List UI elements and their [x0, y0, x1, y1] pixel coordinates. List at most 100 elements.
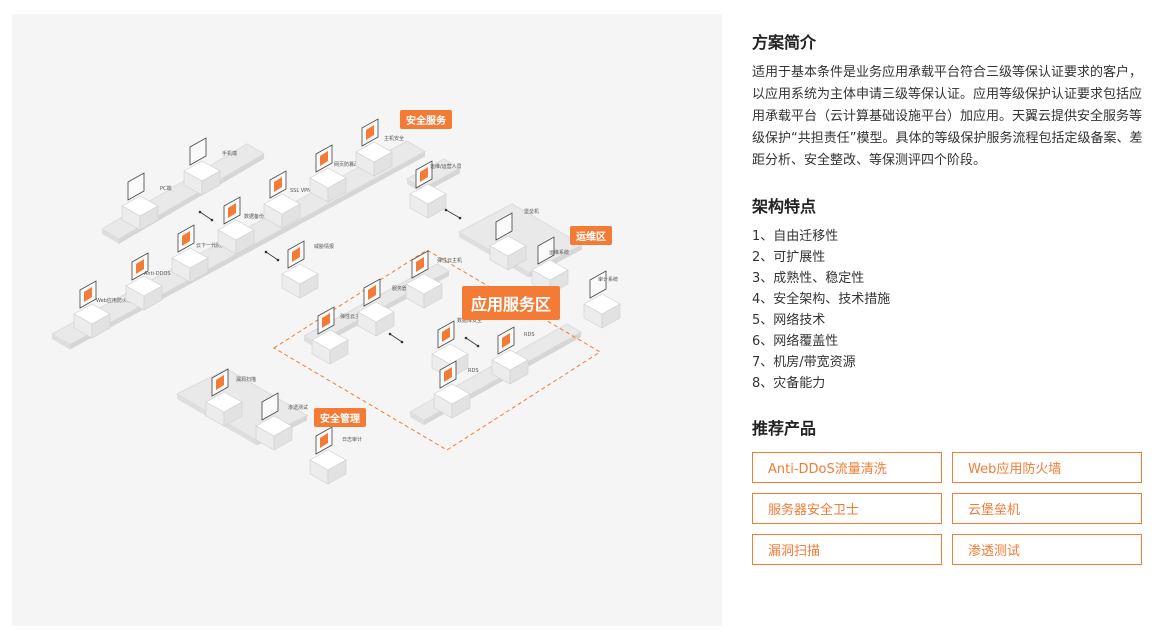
link-db-rds-end-a	[464, 336, 468, 340]
node-firewall-right	[189, 257, 209, 283]
feature-item: 4、安全架构、技术措施	[752, 292, 891, 307]
node-personnel-screen-icon	[420, 167, 428, 182]
node-rds-bottom-right	[451, 393, 471, 419]
link-personnel-ops	[445, 209, 461, 219]
node-mobile-right	[201, 170, 221, 196]
node-pc-label: PC端	[160, 185, 172, 192]
link-app-upper-db-end-a	[388, 332, 392, 336]
product-waf-button[interactable]: Web应用防火墙	[952, 452, 1142, 483]
node-web-tamper-right	[327, 177, 347, 203]
platform-security-service-side	[52, 334, 70, 350]
node-personnel-label: 运维/运营人员	[430, 163, 462, 170]
link-security-threat	[265, 251, 279, 261]
node-rds-top-label: RDS	[524, 332, 535, 338]
node-vuln-scan-label: 漏洞扫描	[236, 376, 256, 383]
link-security-threat-end-b	[276, 258, 280, 262]
node-backup-screen-icon	[228, 203, 236, 218]
node-bastion-screen	[495, 212, 513, 241]
node-db-audit-label: 数据库安全	[457, 317, 482, 324]
node-rds-bottom-screen-icon	[444, 367, 452, 382]
node-log-audit-label: 日志审计	[342, 436, 362, 443]
feature-item: 7、机房/带宽资源	[752, 355, 856, 370]
node-audit-system-right	[601, 303, 621, 329]
products-title: 推荐产品	[752, 419, 817, 438]
node-elastic-left-label: 弹性云主机	[340, 313, 365, 320]
product-bastion-button[interactable]: 云堡垒机	[952, 493, 1142, 524]
product-pentest-button[interactable]: 渗透测试	[952, 534, 1142, 565]
node-pc-screen	[127, 172, 145, 201]
node-backup-label: 数据备份	[244, 213, 264, 220]
node-mobile-label: 手机端	[222, 150, 237, 157]
node-ops-system-screen	[537, 236, 555, 265]
node-firewall-screen-icon	[182, 231, 190, 246]
node-threat-intel-label: 威胁情报	[314, 243, 334, 250]
node-threat-intel-screen-icon	[292, 247, 300, 262]
node-elastic-top-right	[423, 283, 443, 309]
node-elastic-top-screen-icon	[416, 257, 424, 272]
link-db-rds-end-b	[476, 344, 480, 348]
node-elastic-top-label: 弹性云主机	[437, 257, 462, 264]
node-backup-right	[235, 229, 255, 255]
node-elastic-left-right	[329, 339, 349, 365]
platform-app-lower-side	[410, 412, 424, 426]
node-vuln-scan-right	[223, 401, 243, 427]
node-server-guard-screen-icon	[368, 285, 376, 300]
node-host-security-screen-icon	[366, 125, 374, 140]
node-audit-system-screen	[589, 270, 607, 299]
link-personnel-ops-end-a	[444, 208, 448, 212]
node-host-security-right	[373, 151, 393, 177]
node-web-tamper-screen-icon	[320, 151, 328, 166]
node-web-tamper-label: 网页防篡改	[334, 161, 359, 168]
zone-tag-ops: 运维区	[570, 226, 612, 245]
node-rds-top-right	[509, 359, 529, 385]
feature-item: 5、网络技术	[752, 313, 826, 328]
node-server-guard-right	[375, 311, 395, 337]
node-waf-screen-icon	[84, 287, 92, 302]
node-mobile-screen	[189, 137, 207, 166]
node-waf-label: Web应用防火墙	[96, 297, 132, 304]
link-app-upper-db	[389, 333, 403, 343]
node-db-audit-screen-icon	[442, 327, 450, 342]
zone-tag-security-mgmt: 安全管理	[314, 408, 366, 427]
link-personnel-ops-end-b	[458, 216, 462, 220]
node-anti-ddos-screen-icon	[136, 259, 144, 274]
product-vuln-scan-button[interactable]: 漏洞扫描	[752, 534, 942, 565]
node-rds-top-screen-icon	[502, 333, 510, 348]
link-client-security-end-b	[210, 218, 214, 222]
link-db-rds	[465, 337, 479, 347]
node-pentest-right	[273, 425, 293, 451]
node-personnel-right	[427, 193, 447, 219]
feature-item: 1、自由迁移性	[752, 229, 839, 244]
features-list: 1、自由迁移性 2、可扩展性 3、成熟性、稳定性 4、安全架构、技术措施 5、网…	[752, 226, 1152, 394]
node-vuln-scan-screen-icon	[216, 375, 224, 390]
link-client-security-end-a	[198, 210, 202, 214]
zone-tag-app-service: 应用服务区	[462, 286, 561, 320]
node-ssl-vpn-right	[281, 203, 301, 229]
product-server-guard-button[interactable]: 服务器安全卫士	[752, 493, 942, 524]
node-bastion-label: 堡垒机	[524, 208, 539, 215]
node-pentest-label: 渗透测试	[288, 404, 308, 411]
feature-item: 3、成熟性、稳定性	[752, 271, 865, 286]
feature-item: 2、可扩展性	[752, 250, 826, 265]
node-threat-intel-right	[299, 273, 319, 299]
platform-client-side	[102, 229, 119, 244]
node-pc-right	[139, 205, 159, 231]
link-app-upper-db-end-b	[400, 340, 404, 344]
link-security-threat-end-a	[264, 250, 268, 254]
node-pentest-screen	[261, 392, 279, 421]
node-anti-ddos-right	[143, 285, 163, 311]
zone-tag-security-service: 安全服务	[400, 110, 452, 129]
product-anti-ddos-button[interactable]: Anti-DDoS流量清洗	[752, 452, 942, 483]
feature-item: 8、灾备能力	[752, 376, 826, 391]
node-ssl-vpn-label: SSL VPN	[290, 188, 311, 194]
node-host-security-label: 主机安全	[384, 135, 404, 142]
intro-text: 适用于基本条件是业务应用承载平台符合三级等保认证要求的客户，以应用系统为主体申请…	[752, 65, 1143, 168]
node-ssl-vpn-screen-icon	[274, 177, 282, 192]
node-ops-system-label: 运维系统	[549, 249, 569, 256]
node-rds-bottom-label: RDS	[468, 368, 479, 374]
link-client-security	[199, 211, 213, 221]
node-audit-system-label: 审计系统	[598, 276, 618, 283]
feature-item: 6、网络覆盖性	[752, 334, 839, 349]
